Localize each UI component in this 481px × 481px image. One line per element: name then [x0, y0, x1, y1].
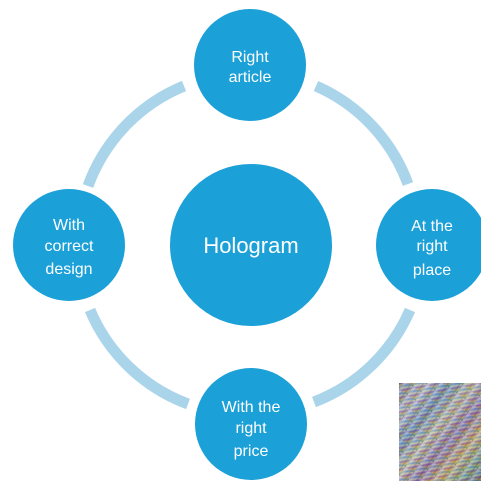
- ring-arc-top-right: [313, 80, 414, 186]
- center-label: Hologram: [203, 233, 298, 258]
- node-right-price-line-3: price: [234, 443, 269, 460]
- node-right-article: Right article: [194, 9, 306, 121]
- node-with-the-right-price: With the right price: [195, 368, 307, 480]
- node-right-article-line-1: Right: [231, 49, 269, 66]
- node-correct-design-line-1: With: [53, 217, 85, 234]
- ring-arc-right-bottom: [312, 307, 416, 408]
- node-right-price-line-2: right: [235, 420, 267, 437]
- node-right-place-line-3: place: [413, 262, 451, 279]
- cycle-ring: [82, 80, 416, 410]
- node-correct-design-line-3: design: [45, 261, 92, 278]
- node-at-the-right-place: At the right place: [376, 189, 481, 301]
- ring-arc-left-top: [82, 80, 187, 188]
- node-right-price-line-1: With the: [222, 399, 281, 416]
- center-node: Hologram: [170, 164, 332, 326]
- node-right-place-line-1: At the: [411, 218, 453, 235]
- node-right-place-line-2: right: [416, 238, 448, 255]
- node-correct-design-line-2: correct: [45, 238, 94, 255]
- ring-arc-bottom-left: [84, 307, 190, 410]
- node-with-correct-design: With correct design: [13, 189, 125, 301]
- node-right-article-line-2: article: [229, 69, 272, 86]
- hologram-foil-image: [399, 383, 481, 481]
